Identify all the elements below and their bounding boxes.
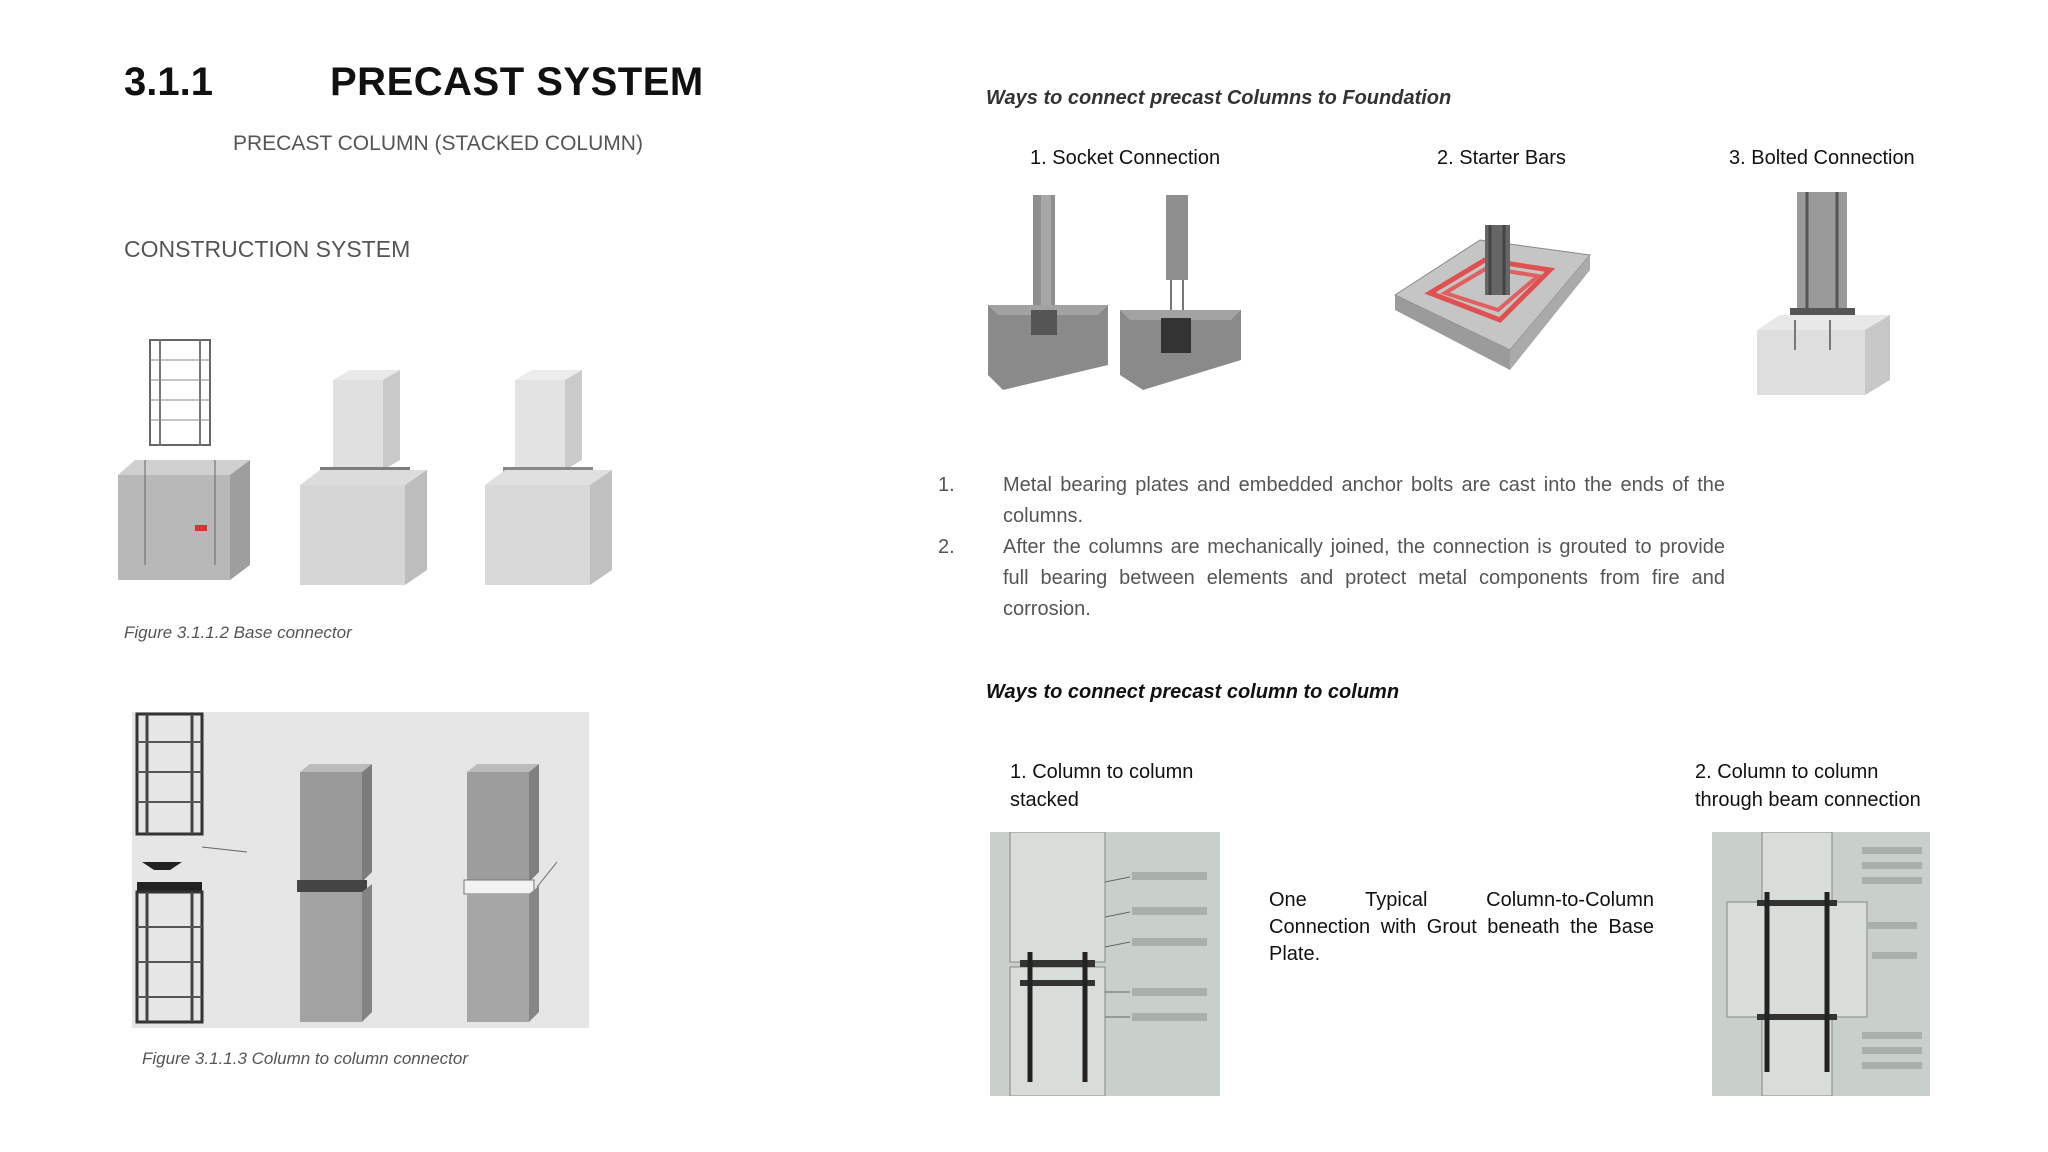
list-item-text: After the columns are mechanically joine… — [1003, 536, 1725, 620]
base-stage-assembled — [300, 370, 427, 585]
list-item: 1. Metal bearing plates and embedded anc… — [938, 470, 1725, 532]
section-number: 3.1.1 — [124, 60, 213, 104]
column-stage-assembled — [297, 764, 372, 1022]
option-label-through-beam-line2: through beam connection — [1695, 789, 1921, 811]
column-connector-figure — [132, 712, 589, 1028]
option-label-stacked-line2: stacked — [1010, 789, 1079, 811]
option-label-bolted: 3. Bolted Connection — [1729, 147, 1915, 169]
base-stage-rebar — [118, 339, 250, 580]
base-connector-figure — [118, 339, 612, 585]
through-beam-detail — [1712, 832, 1930, 1096]
option-label-socket: 1. Socket Connection — [1030, 147, 1221, 169]
bolted-connection-image — [1757, 192, 1890, 395]
list-item-text: Metal bearing plates and embedded anchor… — [1003, 474, 1725, 527]
column-stage-rebar — [135, 712, 248, 1024]
connection-description: One Typical Column-to-Column Connection … — [1269, 889, 1654, 965]
option-label-starter-bars: 2. Starter Bars — [1437, 147, 1566, 169]
page-title: PRECAST SYSTEM — [330, 60, 704, 104]
column-stage-grouted — [463, 764, 558, 1022]
list-item-number: 1. — [938, 474, 955, 496]
stacked-column-detail — [990, 832, 1220, 1096]
list-item-number: 2. — [938, 536, 955, 558]
page-subtitle: PRECAST COLUMN (STACKED COLUMN) — [233, 132, 643, 155]
starter-bars-image — [1393, 225, 1591, 370]
option-label-through-beam-line1: 2. Column to column — [1695, 761, 1879, 783]
list-item: 2. After the columns are mechanically jo… — [938, 532, 1725, 625]
base-stage-grouted — [485, 370, 612, 585]
column-connection-heading: Ways to connect precast column to column — [986, 681, 1400, 703]
option-label-stacked: 1. Column to column stacked — [1010, 758, 1193, 814]
figure-caption-column-connector: Figure 3.1.1.3 Column to column connecto… — [142, 1049, 469, 1068]
foundation-connection-heading: Ways to connect precast Columns to Found… — [986, 87, 1452, 109]
notes-list: 1. Metal bearing plates and embedded anc… — [938, 470, 1725, 625]
section-title: CONSTRUCTION SYSTEM — [124, 236, 411, 262]
option-label-through-beam: 2. Column to column through beam connect… — [1695, 758, 1921, 814]
socket-connection-image — [988, 195, 1241, 390]
figure-caption-base-connector: Figure 3.1.1.2 Base connector — [124, 623, 352, 642]
option-label-stacked-line1: 1. Column to column — [1010, 761, 1194, 783]
